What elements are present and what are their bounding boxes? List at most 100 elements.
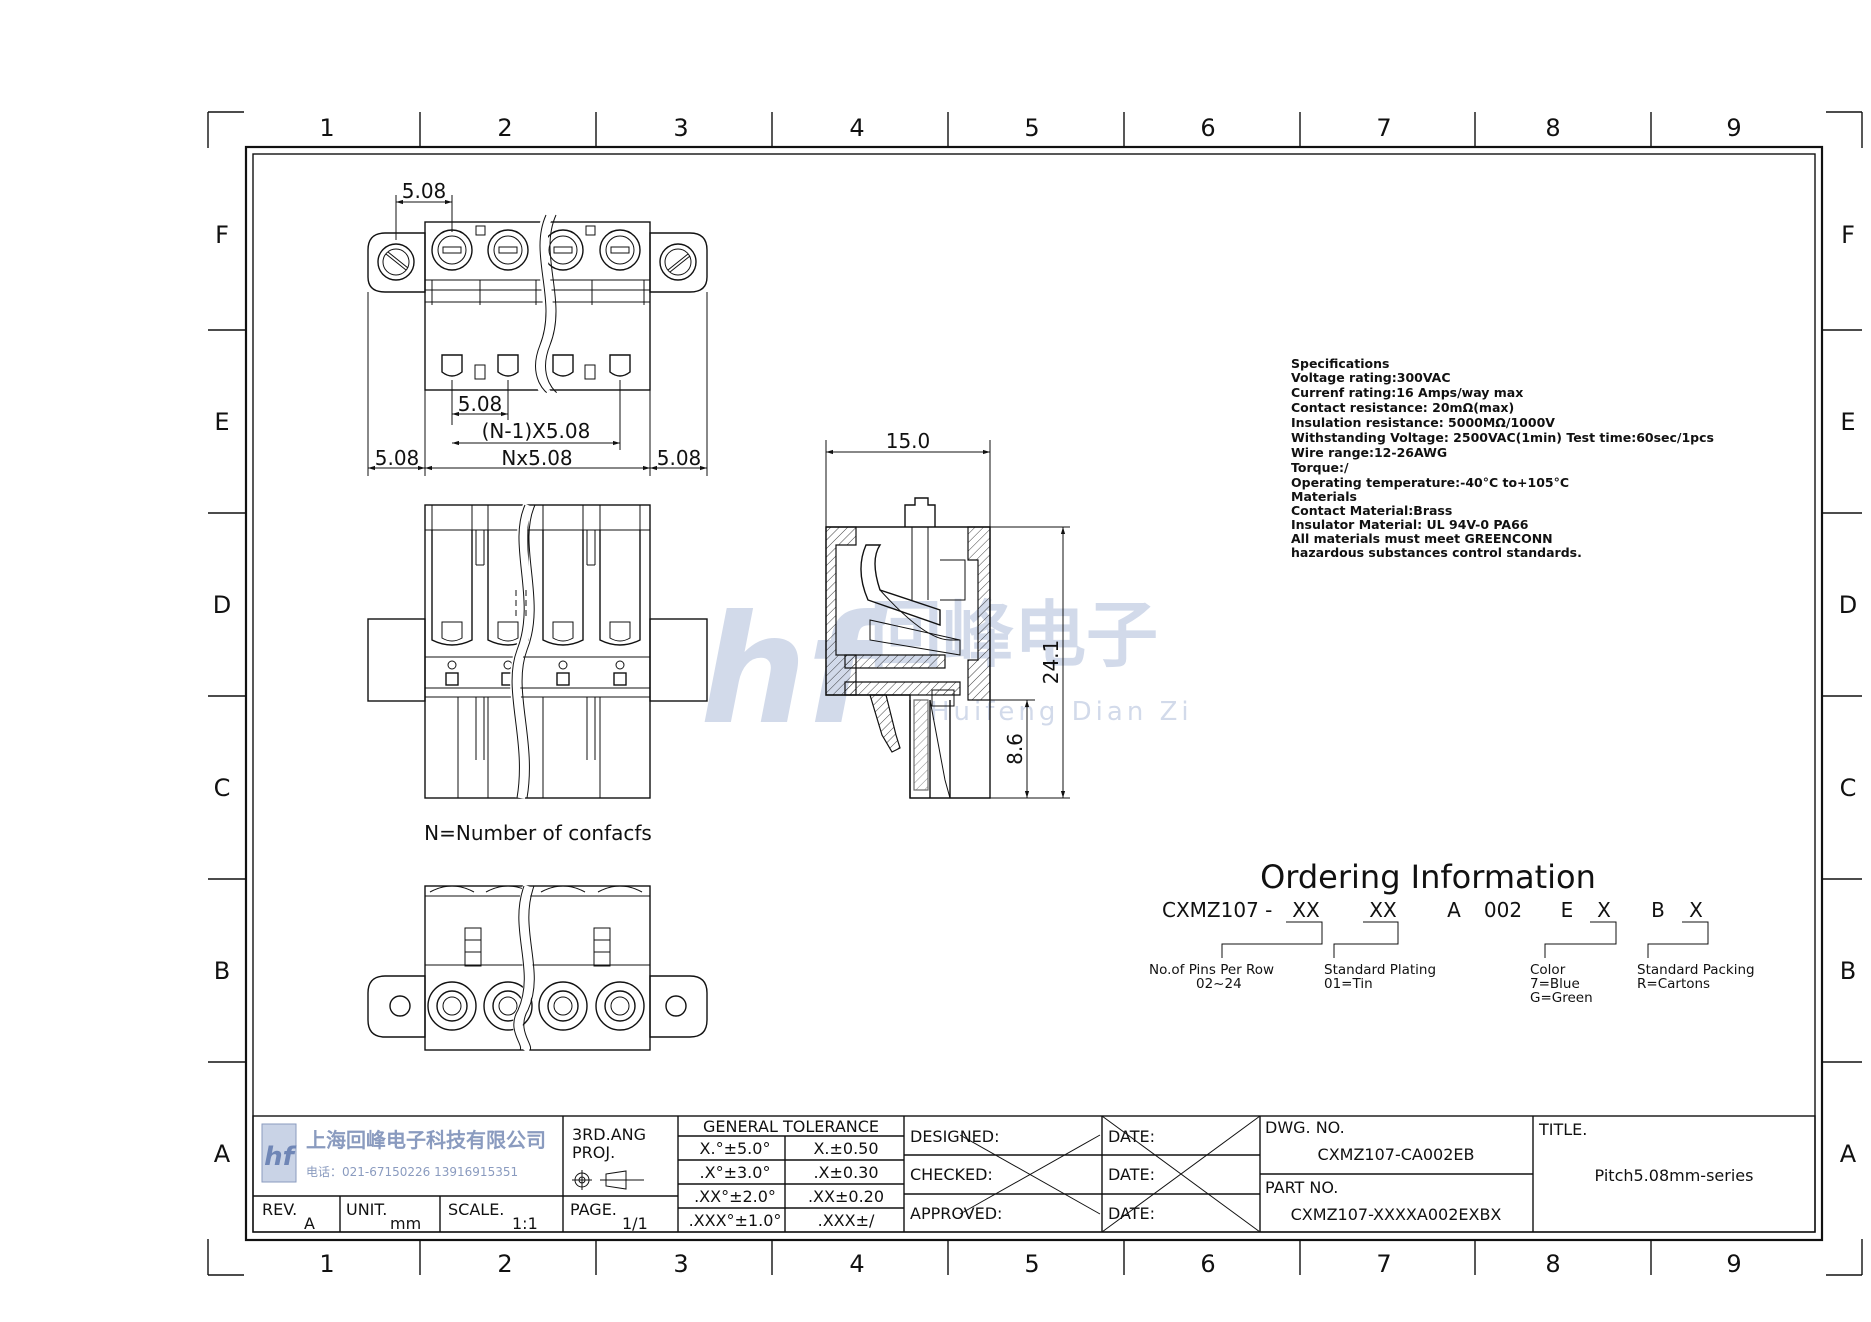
dwg-label: DWG. NO.	[1265, 1118, 1345, 1137]
spec-line: Wire range:12-26AWG	[1291, 445, 1447, 460]
company-name: 上海回峰电子科技有限公司	[306, 1128, 546, 1152]
tol-angle-2: .XX°±2.0°	[694, 1187, 776, 1206]
company-logo: hf	[264, 1142, 298, 1172]
row-label: B	[1840, 957, 1856, 985]
unit-val: mm	[390, 1214, 421, 1233]
dwg-number: CXMZ107-CA002EB	[1318, 1145, 1475, 1164]
code-b: B	[1651, 898, 1665, 922]
code-prefix: CXMZ107 -	[1162, 898, 1272, 922]
third-angle-projection-icon	[572, 1170, 644, 1190]
spec-line: hazardous substances control standards.	[1291, 545, 1582, 560]
code-x2: X	[1689, 898, 1703, 922]
proj-label-1: 3RD.ANG	[572, 1125, 646, 1144]
spec-line: Operating temperature:-40°C to+105°C	[1291, 475, 1569, 490]
unit-label: UNIT.	[346, 1200, 387, 1219]
part-number: CXMZ107-XXXXA002EXBX	[1291, 1205, 1502, 1224]
part-label: PART NO.	[1265, 1178, 1338, 1197]
code-xx1: XX	[1292, 898, 1320, 922]
col-label: 4	[849, 1250, 864, 1278]
col-label: 9	[1726, 114, 1741, 142]
scale-val: 1:1	[512, 1214, 538, 1233]
dim-pitch-top: 5.08	[402, 179, 447, 203]
tol-angle-0: X.°±5.0°	[700, 1139, 771, 1158]
grid-columns-bottom: 1 2 3 4 5 6 7 8 9	[319, 1250, 1741, 1278]
row-label: E	[214, 408, 229, 436]
date-label-1: DATE:	[1108, 1127, 1155, 1146]
code-x1: X	[1597, 898, 1611, 922]
col-label: 6	[1200, 1250, 1215, 1278]
grid-rows-left: F E D C B A	[213, 221, 231, 1168]
dim-right-margin: 5.08	[657, 446, 702, 470]
watermark-logo: hf	[700, 584, 888, 758]
ordering-title: Ordering Information	[1260, 858, 1596, 896]
ordering-information: Ordering Information CXMZ107 - XX XX A 0…	[1149, 858, 1755, 1006]
spec-line: Contact Material:Brass	[1291, 503, 1452, 518]
company-phone: 电话：021-67150226 13916915351	[306, 1165, 518, 1179]
spec-line: Currenf rating:16 Amps/way max	[1291, 385, 1523, 400]
plating-val: 01=Tin	[1324, 976, 1373, 992]
col-label: 5	[1024, 1250, 1039, 1278]
tol-angle-1: .X°±3.0°	[700, 1163, 771, 1182]
packing-val: R=Cartons	[1637, 976, 1710, 992]
checked-label: CHECKED:	[910, 1165, 993, 1184]
code-a: A	[1447, 898, 1461, 922]
rev-label: REV.	[262, 1200, 297, 1219]
spec-line: Specifications	[1291, 356, 1389, 371]
code-e: E	[1561, 898, 1574, 922]
front-view: N=Number of confacfs	[367, 502, 708, 845]
plating-label: Standard Plating	[1324, 962, 1436, 978]
row-label: F	[215, 221, 229, 249]
row-label: C	[1840, 774, 1857, 802]
spec-line: Insulation resistance: 5000MΩ/1000V	[1291, 415, 1555, 430]
spec-line: All materials must meet GREENCONN	[1291, 531, 1553, 546]
tol-linear-2: .XX±0.20	[808, 1187, 884, 1206]
color-v2: G=Green	[1530, 990, 1593, 1006]
dim-left-margin: 5.08	[375, 446, 420, 470]
side-view: 15.0 24.1 8.6	[825, 429, 1070, 799]
packing-label: Standard Packing	[1637, 962, 1755, 978]
col-label: 1	[319, 114, 334, 142]
pins-range: 02~24	[1196, 976, 1242, 992]
col-label: 8	[1545, 114, 1560, 142]
row-label: A	[1840, 1140, 1857, 1168]
col-label: 3	[673, 1250, 688, 1278]
col-label: 1	[319, 1250, 334, 1278]
rev-val: A	[304, 1214, 315, 1233]
title-block: hf 上海回峰电子科技有限公司 电话：021-67150226 13916915…	[252, 1115, 1816, 1233]
row-label: C	[214, 774, 231, 802]
date-label-2: DATE:	[1108, 1165, 1155, 1184]
spec-line: Insulator Material: UL 94V-0 PA66	[1291, 517, 1529, 532]
color-label: Color	[1530, 962, 1566, 978]
dim-n-pitch: Nx5.08	[501, 446, 572, 470]
color-v1: 7=Blue	[1530, 976, 1580, 992]
dim-side-height: 24.1	[1039, 640, 1063, 685]
spec-line: Torque:/	[1291, 460, 1349, 475]
bottom-view	[367, 884, 708, 1054]
page-label: PAGE.	[570, 1200, 617, 1219]
row-label: B	[214, 957, 230, 985]
page-val: 1/1	[622, 1214, 648, 1233]
row-label: E	[1840, 408, 1855, 436]
spec-line: Withstanding Voltage: 2500VAC(1min) Test…	[1291, 430, 1714, 445]
dim-side-width: 15.0	[886, 429, 931, 453]
col-label: 2	[497, 114, 512, 142]
tolerance-title: GENERAL TOLERANCE	[703, 1117, 879, 1136]
tol-linear-0: X.±0.50	[813, 1139, 878, 1158]
tol-linear-3: .XXX±/	[818, 1211, 875, 1230]
approved-label: APPROVED:	[910, 1204, 1002, 1223]
spec-line: Contact resistance: 20mΩ(max)	[1291, 400, 1514, 415]
code-xx2: XX	[1369, 898, 1397, 922]
dim-pitch-inner: 5.08	[458, 392, 503, 416]
watermark: hf 回峰电子 Huifeng Dian Zi	[700, 584, 1189, 758]
spec-line: Voltage rating:300VAC	[1291, 370, 1451, 385]
col-label: 3	[673, 114, 688, 142]
col-label: 2	[497, 1250, 512, 1278]
col-label: 4	[849, 114, 864, 142]
dim-side-lower: 8.6	[1003, 733, 1027, 765]
col-label: 8	[1545, 1250, 1560, 1278]
specifications: Specifications Voltage rating:300VAC Cur…	[1291, 356, 1714, 560]
top-view: 5.08 5.08 (N-1)X5.08 Nx5.08 5.08 5.08	[367, 179, 708, 476]
tol-linear-1: .X±0.30	[813, 1163, 878, 1182]
dim-n-minus-1: (N-1)X5.08	[482, 419, 591, 443]
grid-rows-right: F E D C B A	[1839, 221, 1857, 1168]
